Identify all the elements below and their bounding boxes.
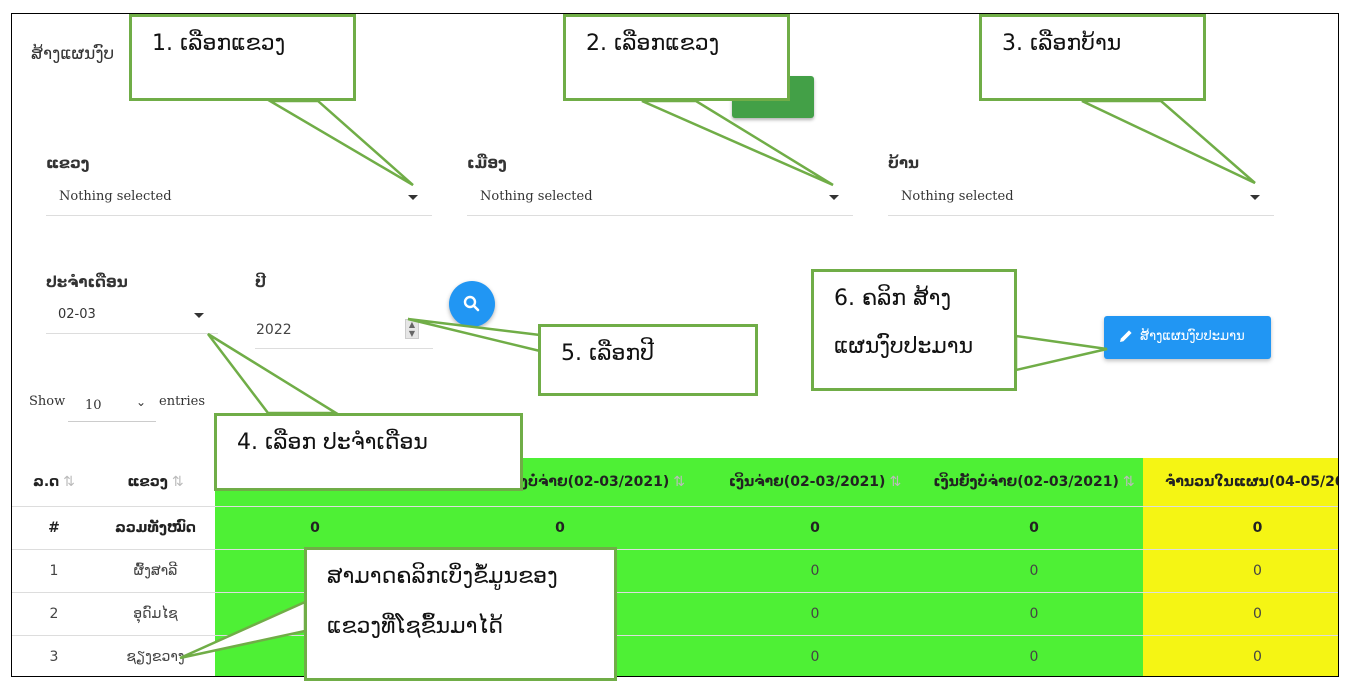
table-cell: 0 [215, 505, 415, 549]
province-link[interactable]: ອຸດົມໄຊ [96, 591, 215, 635]
create-budget-plan-label: ສ້າງແຜນງົບປະມານ [1140, 329, 1245, 344]
column-header-money-unpaid-2021[interactable]: ເງິນຍັງບໍ່ຈ່າຍ(02-03/2021)⇅ [925, 458, 1143, 506]
table-cell: 0 [1143, 591, 1338, 635]
village-value: Nothing selected [901, 189, 1014, 204]
period-value: 02-03 [58, 307, 96, 322]
sort-icon: ⇅ [673, 473, 685, 490]
village-label: ບ້ານ [888, 154, 920, 172]
callout-2: 2. ເລືອກແຂວງ [563, 14, 790, 101]
table-cell: 0 [1143, 505, 1338, 549]
table-header-row: ລ.ດ⇅ ແຂວງ⇅ ຍັງບໍ່ຈ່າຍ(02-03/2021)⇅ ເງິນຈ… [12, 458, 1338, 506]
page-length-select[interactable]: 10 ⌄ [68, 394, 156, 422]
row-no: 2 [12, 591, 96, 635]
callout-pointer [1081, 99, 1256, 185]
callout-3: 3. ເລືອກບ້ານ [979, 14, 1206, 101]
sort-icon: ⇅ [1122, 473, 1135, 490]
table-cell: 0 [705, 634, 925, 676]
chevron-down-icon: ⌄ [136, 395, 147, 409]
district-label: ເມືອງ [467, 154, 507, 172]
total-no: # [12, 505, 96, 549]
caret-down-icon [408, 195, 418, 200]
caret-down-icon [194, 313, 204, 318]
column-header-paid-2021[interactable]: ເງິນຈ່າຍ(02-03/2021)⇅ [705, 458, 925, 506]
caret-down-icon [829, 195, 839, 200]
column-header-no[interactable]: ລ.ດ⇅ [33, 473, 75, 490]
table-cell: 0 [705, 591, 925, 635]
page-title: ສ້າງແຜນງົບ [31, 44, 115, 64]
table-cell: 0 [925, 591, 1143, 635]
show-label: Show [29, 394, 66, 409]
table-cell: 0 [925, 505, 1143, 549]
row-no: 1 [12, 548, 96, 592]
search-button[interactable] [449, 281, 495, 327]
callout-5: 5. ເລືອກປີ [538, 324, 758, 396]
province-label: ແຂວງ [46, 154, 90, 172]
page-length-value: 10 [85, 398, 102, 413]
callout-pointer [179, 600, 307, 660]
column-header-plan-amount[interactable]: ຈຳນວນໃນແຜນ(04-05/20 [1143, 458, 1338, 506]
sort-icon: ⇅ [63, 473, 75, 490]
district-value: Nothing selected [480, 189, 593, 204]
sort-icon: ⇅ [171, 473, 184, 490]
table-cell: 0 [925, 548, 1143, 592]
entries-label: entries [159, 394, 206, 409]
caret-down-icon [1250, 195, 1260, 200]
spinner-icon[interactable]: ▲▼ [405, 319, 419, 339]
period-label: ປະຈຳເດືອນ [46, 273, 128, 291]
year-value: 2022 [256, 322, 292, 338]
column-header-province[interactable]: ແຂວງ⇅ [127, 473, 184, 490]
callout-pointer [1014, 334, 1108, 372]
table-cell: 0 [1143, 548, 1338, 592]
row-no: 3 [12, 634, 96, 676]
callout-4: 4. ເລືອກ ປະຈຳເດືອນ [214, 413, 523, 491]
district-select[interactable]: Nothing selected [467, 178, 853, 216]
table-cell: 0 [925, 634, 1143, 676]
year-label: ປີ [255, 273, 266, 291]
province-value: Nothing selected [59, 189, 172, 204]
total-name: ລວມທັງໝົດ [96, 505, 215, 549]
callout-1: 1. ເລືອກແຂວງ [129, 14, 356, 101]
create-budget-plan-button[interactable]: ສ້າງແຜນງົບປະມານ [1104, 316, 1271, 359]
province-select[interactable]: Nothing selected [46, 178, 432, 216]
callout-7: ສາມາດຄລິກເບິ່ງຂໍ້ມູນຂອງ ແຂວງທີ່ໂຊຂຶ້ນມາໄ… [304, 547, 617, 681]
callout-6: 6. ຄລິກ ສ້າງ ແຜນງົບປະມານ [811, 269, 1017, 391]
pencil-icon [1120, 330, 1132, 342]
callout-pointer [641, 99, 834, 187]
table-total-row: # ລວມທັງໝົດ 0 0 0 0 0 [12, 505, 1338, 549]
village-select[interactable]: Nothing selected [888, 178, 1274, 216]
callout-pointer [265, 99, 414, 187]
callout-pointer [407, 317, 542, 353]
callout-pointer [207, 332, 341, 415]
table-cell: 0 [705, 505, 925, 549]
search-icon [463, 295, 480, 312]
table-cell: 0 [1143, 634, 1338, 676]
province-link[interactable]: ຜົ້ງສາລີ [96, 548, 215, 592]
sort-icon: ⇅ [889, 473, 902, 490]
table-cell: 0 [705, 548, 925, 592]
table-cell: 0 [415, 505, 705, 549]
period-select[interactable]: 02-03 [46, 296, 218, 334]
year-input[interactable]: 2022 ▲▼ [255, 311, 433, 349]
